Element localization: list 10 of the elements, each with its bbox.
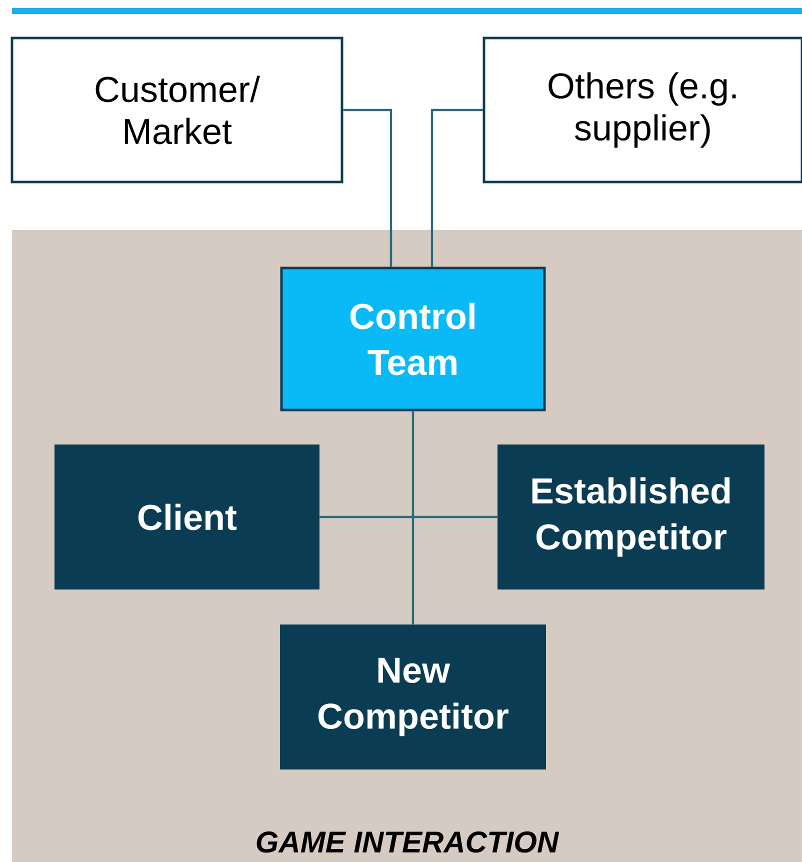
player-box: Client [54, 444, 320, 590]
connector-line [430, 108, 483, 267]
stakeholder-box: Others (e.g. supplier) [482, 36, 802, 184]
connector-line [320, 516, 498, 518]
connector-line [343, 108, 392, 267]
control-team-box: Control Team [280, 266, 546, 412]
connector-line [412, 411, 414, 624]
stakeholder-box: Customer/ Market [10, 36, 344, 184]
player-box: Established Competitor [498, 444, 764, 590]
player-box: New Competitor [280, 624, 546, 770]
